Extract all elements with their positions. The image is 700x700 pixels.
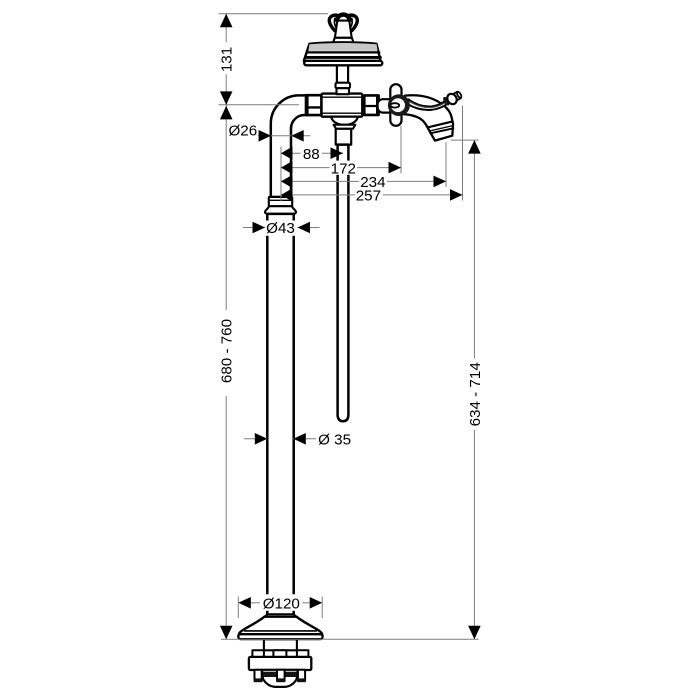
svg-text:680 - 760: 680 - 760: [219, 319, 236, 383]
svg-text:Ø 35: Ø 35: [318, 431, 351, 448]
svg-text:634 - 714: 634 - 714: [467, 362, 484, 426]
svg-text:131: 131: [219, 47, 236, 72]
svg-text:Ø120: Ø120: [263, 595, 300, 612]
svg-text:234: 234: [360, 174, 385, 191]
svg-text:Ø26: Ø26: [228, 122, 257, 139]
svg-text:172: 172: [331, 161, 356, 178]
svg-text:257: 257: [356, 187, 381, 204]
svg-text:88: 88: [303, 146, 320, 163]
svg-text:Ø43: Ø43: [266, 220, 295, 237]
